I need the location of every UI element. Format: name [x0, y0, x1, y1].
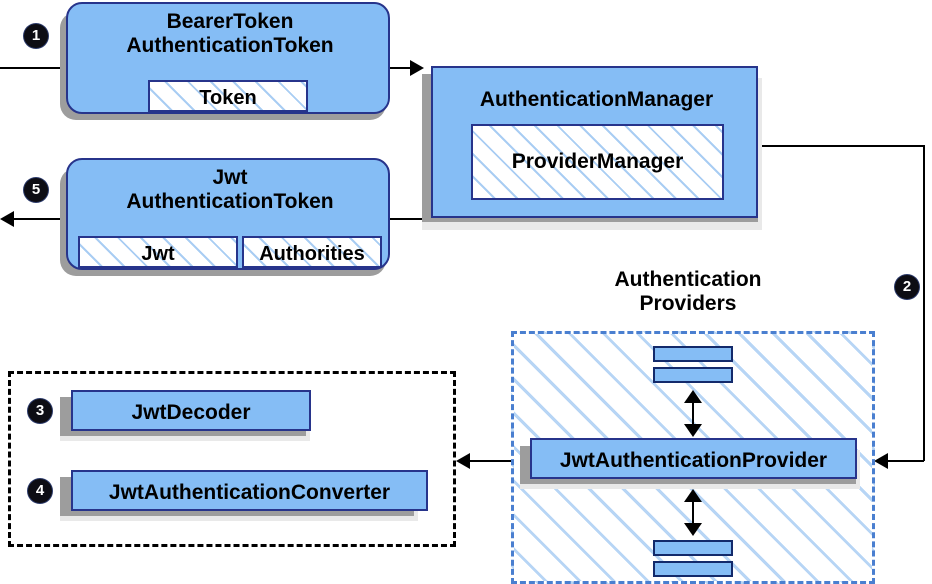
connector-request-in: [0, 67, 70, 69]
arrowhead-provider-to-support-icon: [456, 453, 470, 469]
bearer-token-title: BearerToken AuthenticationToken: [126, 10, 334, 57]
node-jwt-authentication-provider[interactable]: JwtAuthenticationProvider: [530, 438, 857, 479]
arrowhead-provider-up-icon: [684, 390, 702, 403]
authentication-manager-title: AuthenticationManager: [479, 88, 714, 111]
provider-stack-bar-bottom-1: [653, 540, 733, 556]
jwt-token-title: Jwt AuthenticationToken: [126, 166, 334, 213]
arrowhead-provider-down-icon: [684, 523, 702, 536]
authentication-providers-title: Authentication Providers: [614, 268, 762, 315]
jwt-token-slot-jwt-label: Jwt: [141, 243, 175, 265]
connector-manager-down: [923, 145, 925, 461]
jwt-token-slot-authorities: Authorities: [242, 236, 382, 268]
provider-stack-bar-top-2: [653, 367, 733, 383]
connector-response-out: [8, 218, 70, 220]
badge-step-1: 1: [24, 24, 48, 48]
arrowhead-provider-down-up-icon: [684, 489, 702, 502]
bearer-token-slot-token-label: Token: [199, 87, 257, 109]
node-bearer-token-authentication-token[interactable]: BearerToken AuthenticationToken Token: [66, 2, 390, 114]
bearer-token-slot-token: Token: [148, 80, 308, 112]
badge-step-5: 5: [24, 178, 48, 202]
connector-bearer-to-manager: [386, 67, 422, 69]
provider-stack-bar-top-1: [653, 346, 733, 362]
connector-into-provider: [888, 460, 924, 462]
authentication-manager-slot-provider-manager: ProviderManager: [471, 124, 724, 200]
jwt-token-slot-jwt: Jwt: [78, 236, 238, 268]
jwt-support-region: [8, 371, 456, 547]
jwt-decoder-label: JwtDecoder: [131, 401, 251, 424]
badge-step-3: 3: [28, 399, 52, 423]
jwt-token-slot-authorities-label: Authorities: [259, 243, 365, 265]
connector-manager-right: [757, 145, 925, 147]
arrowhead-provider-up-down-icon: [684, 424, 702, 437]
arrowhead-into-provider-icon: [874, 453, 888, 469]
provider-manager-label: ProviderManager: [511, 150, 684, 173]
connector-provider-up: [692, 396, 694, 434]
node-jwt-decoder[interactable]: JwtDecoder: [71, 390, 311, 431]
jwt-authentication-provider-label: JwtAuthenticationProvider: [559, 449, 828, 472]
node-authentication-manager[interactable]: AuthenticationManager ProviderManager: [431, 66, 758, 218]
provider-stack-bar-bottom-2: [653, 561, 733, 577]
badge-step-4: 4: [28, 479, 52, 503]
node-jwt-authentication-converter[interactable]: JwtAuthenticationConverter: [71, 470, 428, 511]
arrowhead-bearer-to-manager-icon: [410, 60, 424, 76]
connector-provider-down: [692, 495, 694, 533]
node-jwt-authentication-token[interactable]: Jwt AuthenticationToken Jwt Authorities: [66, 158, 390, 270]
connector-manager-to-jwt-token: [386, 218, 422, 220]
arrowhead-response-out-icon: [0, 211, 14, 227]
connector-provider-to-support: [468, 460, 530, 462]
jwt-authentication-converter-label: JwtAuthenticationConverter: [108, 481, 391, 504]
badge-step-2: 2: [895, 275, 919, 299]
